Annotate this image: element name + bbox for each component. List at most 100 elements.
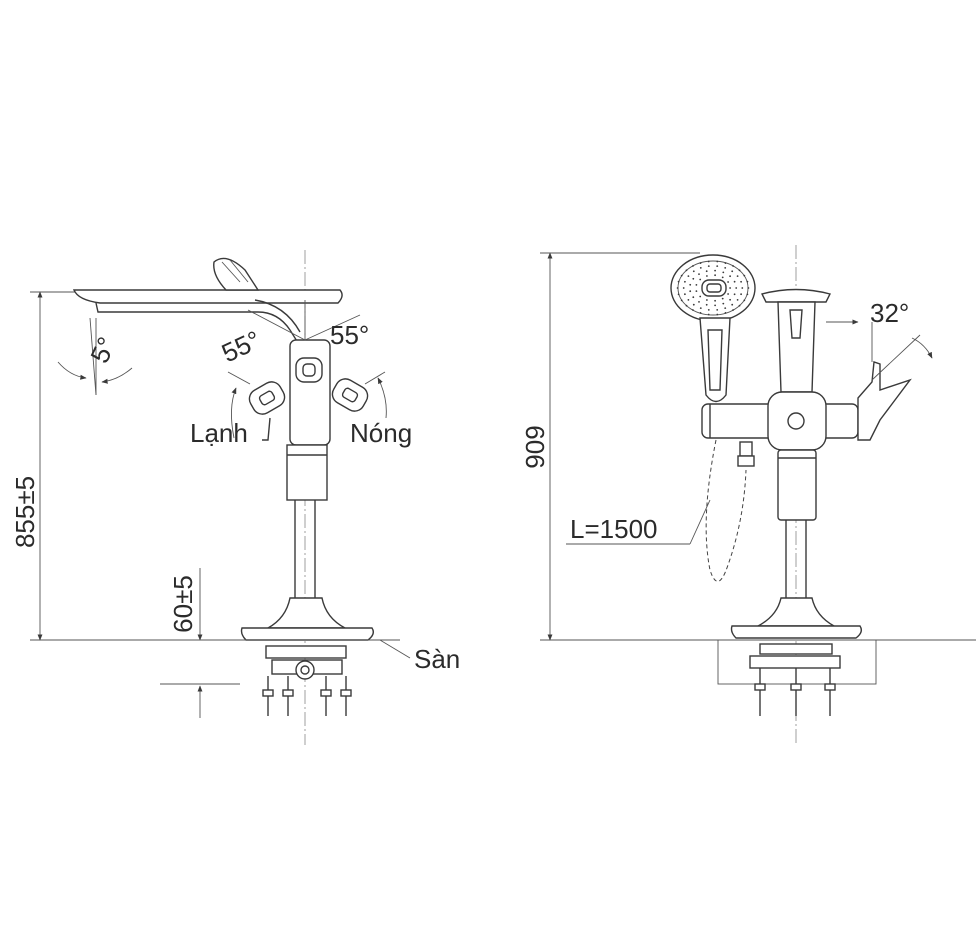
- total-height-label: 855±5: [10, 476, 40, 548]
- hand-shower: [670, 254, 756, 403]
- nozzle-dot: [722, 271, 725, 274]
- side-view: 909: [520, 245, 976, 745]
- nozzle-dot: [692, 265, 694, 267]
- nozzle-dot: [727, 281, 729, 283]
- hot-lever: [331, 378, 369, 412]
- nozzle-dot: [699, 295, 702, 298]
- nozzle-dot: [680, 299, 683, 302]
- side-floor-base: [717, 597, 877, 685]
- shower-cradle: [760, 288, 832, 393]
- lever-rotation-angles: [227, 300, 387, 439]
- floor-label: Sàn: [414, 644, 460, 674]
- nozzle-dot: [729, 298, 731, 301]
- nozzle-dot: [740, 280, 742, 283]
- nozzle-dot: [731, 303, 734, 306]
- nozzle-dot: [716, 265, 719, 267]
- nozzle-dot: [705, 270, 708, 273]
- hose: [566, 439, 755, 582]
- side-mounting-bracket: [749, 643, 841, 716]
- hot-label: Nóng: [350, 418, 412, 448]
- nozzle-dot: [714, 269, 716, 272]
- nozzle-dot: [729, 275, 731, 278]
- nozzle-dot: [746, 280, 749, 283]
- nozzle-dot: [699, 278, 702, 281]
- nozzle-dot: [721, 276, 724, 279]
- nozzle-dot: [695, 284, 698, 286]
- nozzle-dot: [724, 312, 727, 314]
- mixer-body: [286, 339, 331, 501]
- nozzle-dot: [724, 262, 727, 264]
- nozzle-dot: [676, 287, 679, 289]
- nozzle-dot: [707, 313, 710, 316]
- side-height-label: 909: [520, 425, 550, 468]
- nozzle-dot: [746, 293, 749, 296]
- tilt-angle-label: 5°: [84, 332, 122, 367]
- nozzle-dot: [706, 299, 708, 301]
- nozzle-dot: [738, 304, 741, 307]
- nozzle-dot: [684, 293, 686, 296]
- left-angle-label: 55°: [217, 324, 265, 368]
- nozzle-dot: [733, 280, 736, 283]
- hose-length-label: L=1500: [570, 514, 657, 544]
- nozzle-dot: [743, 299, 746, 302]
- nozzle-dot: [714, 304, 716, 307]
- nozzle-dot: [707, 265, 710, 267]
- nozzle-dot: [716, 313, 719, 316]
- tilt-angle-marker: [57, 317, 133, 396]
- base-height-dimension: [160, 568, 240, 718]
- cold-label: Lạnh: [190, 418, 248, 448]
- floor-base: [150, 597, 411, 659]
- side-mixer-body: [701, 391, 859, 521]
- nozzle-dot: [699, 307, 702, 309]
- nozzle-dot: [735, 287, 738, 289]
- side-floor-stem: [785, 520, 807, 598]
- nozzle-dot: [685, 269, 688, 272]
- nozzle-dot: [705, 303, 708, 306]
- nozzle-dot: [714, 274, 716, 277]
- front-view: 855±5 60±5 5°: [10, 250, 460, 745]
- nozzle-dot: [687, 275, 690, 277]
- nozzle-dot: [692, 296, 695, 299]
- nozzle-dot: [721, 297, 724, 300]
- nozzle-dot: [689, 283, 692, 286]
- nozzle-dot: [699, 267, 702, 269]
- nozzle-dot: [677, 280, 680, 283]
- nozzle-dot: [685, 304, 688, 307]
- nozzle-dot: [698, 301, 700, 303]
- spout: [72, 289, 343, 347]
- nozzle-dot: [692, 277, 695, 280]
- nozzle-dot: [727, 293, 729, 295]
- nozzle-dot: [736, 275, 739, 277]
- nozzle-dot: [692, 309, 694, 311]
- nozzle-dot: [731, 270, 734, 273]
- nozzle-dot: [724, 307, 727, 309]
- nozzle-dot: [699, 262, 702, 264]
- lever-angle-label: 32°: [870, 298, 909, 328]
- nozzle-dot: [699, 312, 702, 314]
- cold-lever: [248, 381, 286, 441]
- nozzle-dot: [689, 290, 692, 293]
- nozzle-dot: [716, 309, 719, 311]
- side-height-dimension: [540, 252, 976, 641]
- shower-head-nozzles: [676, 260, 750, 316]
- nozzle-dot: [692, 270, 695, 273]
- nozzle-dot: [741, 287, 744, 289]
- nozzle-dot: [736, 299, 739, 301]
- floor-stem: [294, 500, 316, 598]
- nozzle-dot: [732, 309, 734, 311]
- mounting-bracket: [262, 645, 352, 716]
- nozzle-dot: [706, 275, 708, 277]
- nozzle-dot: [738, 269, 741, 272]
- nozzle-dot: [733, 293, 736, 296]
- hand-shower-head: [213, 257, 260, 291]
- nozzle-dot: [732, 265, 734, 267]
- nozzle-dot: [698, 273, 700, 275]
- nozzle-dot: [707, 309, 710, 311]
- nozzle-dot: [747, 287, 750, 289]
- nozzle-dot: [716, 260, 719, 263]
- nozzle-dot: [714, 299, 716, 302]
- nozzle-dot: [740, 293, 742, 296]
- base-height-label: 60±5: [168, 575, 198, 633]
- right-angle-label: 55°: [330, 320, 369, 350]
